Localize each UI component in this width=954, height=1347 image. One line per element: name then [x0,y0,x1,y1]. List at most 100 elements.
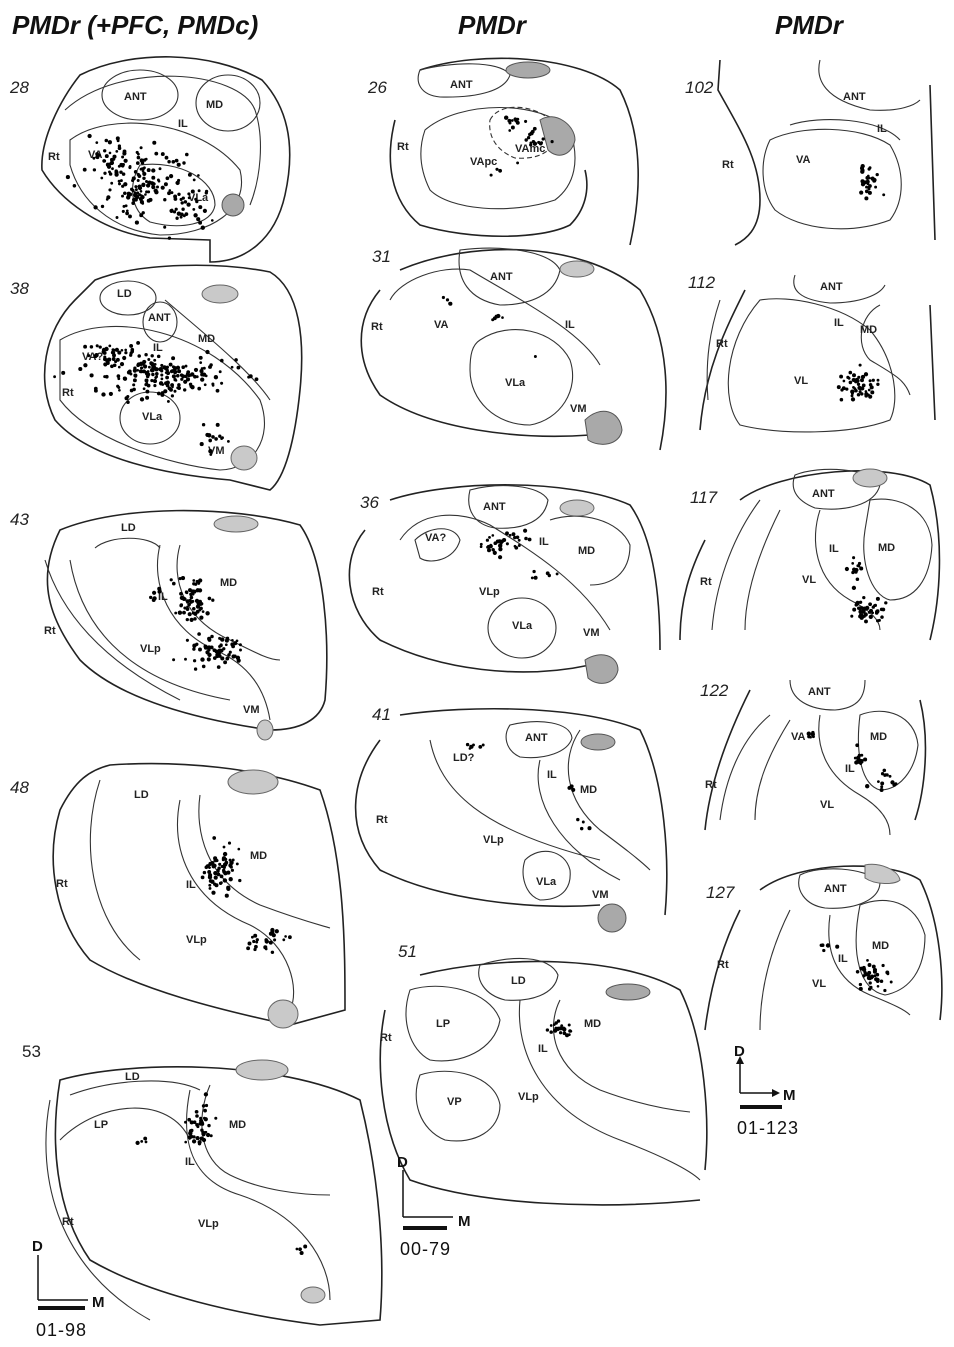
labeled-cell-dot [528,133,531,136]
labeled-cell-dot [142,184,145,187]
labeled-cell-dot [236,862,239,865]
labeled-cell-dot [172,658,175,661]
labeled-cell-dot [480,545,483,548]
labeled-cell-dot [533,142,537,146]
labeled-cell-dot [225,639,229,643]
nucleus-rt-boundary [90,780,140,960]
labeled-cell-dot [157,355,161,359]
labeled-cell-dot [550,1024,553,1027]
nucleus-label-ld: LD? [453,752,475,764]
section-36: 36 ANT VA? IL MD Rt VLp VLa VM [349,485,660,684]
labeled-cell-dot [876,979,880,983]
labeled-cell-dot [193,213,197,217]
labeled-cell-dot [856,970,860,974]
labeled-cell-dot [175,181,179,185]
labeled-cell-dot [123,159,127,163]
nucleus-ld-boundary [70,1081,200,1095]
labeled-cell-dot [151,373,154,376]
labeled-cell-dot [201,876,205,880]
labeled-cell-dot [478,745,482,749]
labeled-cell-dot [185,365,188,368]
labeled-cell-dot [859,987,863,991]
nucleus-label-il: IL [186,879,196,891]
labeled-cell-dot [211,599,214,602]
nucleus-label-md: MD [220,577,237,589]
labeled-cell-dot [201,1131,205,1135]
labeled-cell-dot [812,735,815,738]
labeled-cell-dot [121,349,124,352]
labeled-cell-dot [158,367,162,371]
labeled-cell-dot [109,392,113,396]
labeled-cell-dot [106,198,109,201]
nucleus-label-vlp: VLp [518,1091,539,1103]
labeled-cell-dot [207,1124,210,1127]
labeled-cell-dot [883,989,886,992]
case-id: 01-123 [737,1118,799,1138]
nucleus-label-il: IL [547,769,557,781]
labeled-cell-dot [109,152,112,155]
labeled-cell-dot [173,367,177,371]
labeled-cell-dot [159,167,162,170]
labeled-cell-dot [196,610,200,614]
labeled-cell-dot [886,972,889,975]
labeled-cell-dot [173,378,176,381]
labeled-cell-dot [213,856,217,860]
labeled-cell-dot [192,1139,196,1143]
blood-vessel [560,500,594,516]
nucleus-lp-outline [406,986,500,1061]
labeled-cell-dot [145,1141,148,1144]
labeled-cell-dot [864,619,868,623]
labeled-cell-dot [184,1141,187,1144]
labeled-cell-dot [871,177,875,181]
labeled-cells-cluster [859,164,885,200]
labeled-cell-dot [116,358,120,362]
labeled-cell-dot [114,172,118,176]
labeled-cell-dot [93,354,97,358]
labeled-cell-dot [157,392,161,396]
labeled-cell-dot [141,161,145,165]
labeled-cell-dot [502,538,506,542]
labeled-cell-dot [123,182,127,186]
labeled-cell-dot [890,780,894,784]
labeled-cells-cluster [201,836,292,954]
labeled-cell-dot [223,852,227,856]
labeled-cell-dot [205,611,209,615]
nucleus-md-boundary [202,1085,330,1195]
nucleus-label-vla: VLa [505,377,526,389]
nucleus-label-md: MD [870,731,887,743]
labeled-cell-dot [532,570,535,573]
labeled-cell-dot [147,199,151,203]
labeled-cell-dot [876,383,879,386]
labeled-cell-dot [851,562,854,565]
labeled-cell-dot [528,538,532,542]
nucleus-label-rt: Rt [62,387,74,399]
labeled-cell-dot [217,869,220,872]
labeled-cell-dot [509,534,512,537]
labeled-cell-dot [223,846,226,849]
labeled-cell-dot [207,657,211,661]
labeled-cell-dot [142,172,146,176]
blood-vessel [231,446,257,470]
labeled-cell-dot [203,1117,206,1120]
labeled-cell-dot [288,935,292,939]
labeled-cell-dot [208,597,212,601]
labeled-cell-dot [169,174,173,178]
nucleus-label-rt: Rt [371,321,383,333]
labeled-cell-dot [505,531,509,535]
labeled-cell-dot [199,356,203,360]
labeled-cell-dot [120,362,124,366]
labeled-cell-dot [130,348,134,352]
blood-vessel [257,720,273,740]
nucleus-label-md: MD [578,545,595,557]
labeled-cell-dot [175,217,178,220]
labeled-cell-dot [128,192,132,196]
labeled-cell-dot [880,615,884,619]
labeled-cell-dot [448,302,452,306]
labeled-cell-dot [185,591,188,594]
labeled-cell-dot [209,453,212,456]
nucleus-label-rt: Rt [380,1032,392,1044]
labeled-cell-dot [99,345,102,348]
nucleus-label-rt: Rt [56,878,68,890]
labeled-cell-dot [175,208,178,211]
labeled-cell-dot [101,205,104,208]
